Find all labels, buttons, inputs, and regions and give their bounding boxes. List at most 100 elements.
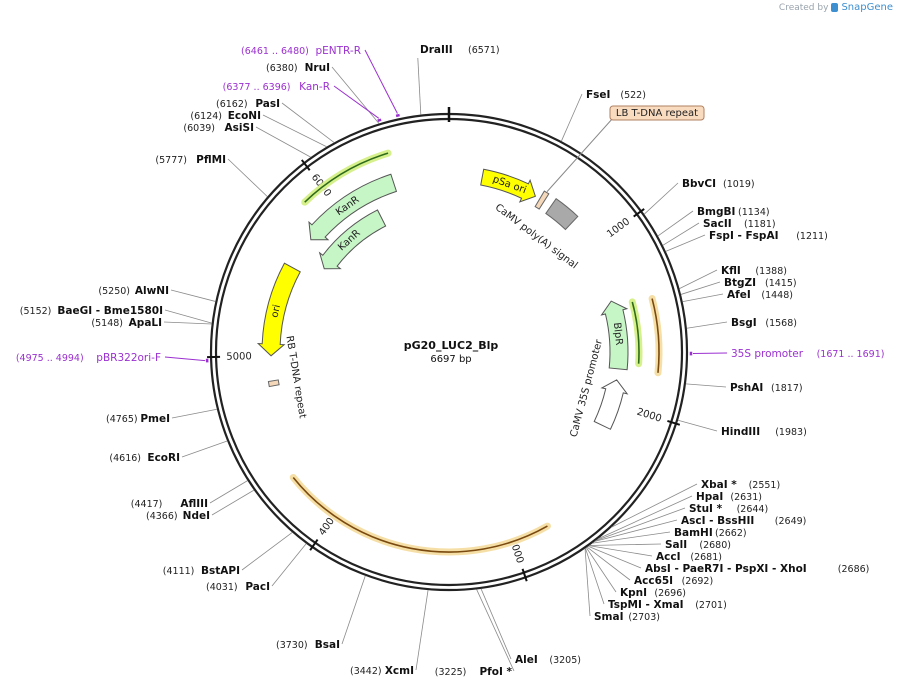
primer-35s-promoter[interactable]: 35S promoter(1671 .. 1691) — [731, 348, 884, 360]
site-xbai[interactable]: XbaI *(2551) — [701, 479, 780, 491]
site-leader — [256, 127, 311, 157]
site-bsgi[interactable]: BsgI(1568) — [731, 317, 797, 329]
site-leader — [210, 481, 248, 503]
site-alei[interactable]: AleI(3205) — [515, 654, 581, 666]
site-tspmi-xmai[interactable]: TspMI - XmaI(2701) — [608, 599, 727, 611]
site-name: SmaI — [594, 611, 624, 623]
site-pflmi[interactable]: PflMI(5777) — [155, 154, 226, 166]
site-fsei[interactable]: FseI(522) — [586, 89, 646, 101]
site-position: (3225) — [435, 667, 467, 678]
site-bstapi[interactable]: BstAPI(4111) — [163, 565, 240, 577]
site-name: PmeI — [140, 413, 170, 425]
site-position: (2649) — [775, 516, 807, 527]
primer-kan-r[interactable]: Kan-R(6377 .. 6396) — [223, 81, 330, 93]
site-afliii[interactable]: AflIII(4417) — [131, 498, 208, 510]
primer-pentr-r[interactable]: pENTR-R(6461 .. 6480) — [241, 45, 361, 57]
site-acci[interactable]: AccI(2681) — [656, 551, 722, 563]
site-ecori[interactable]: EcoRI(4616) — [109, 452, 180, 464]
tick-label-2000: 2000 — [635, 407, 663, 425]
site-leader — [282, 103, 334, 142]
primer-mark-kan-r[interactable] — [378, 120, 381, 121]
site-stui[interactable]: StuI * (2644) — [689, 503, 768, 515]
site-leader — [416, 590, 428, 670]
primer-pbr322ori-f[interactable]: pBR322ori-F(4975 .. 4994) — [16, 352, 161, 364]
primer-name: pENTR-R — [315, 45, 361, 57]
lb-callout-leader — [547, 118, 613, 192]
site-pfoi[interactable]: PfoI * (3225) — [435, 666, 513, 678]
site-name: TspMI - XmaI — [608, 599, 684, 611]
site-position: (6380) — [266, 63, 298, 74]
site-sacii[interactable]: SacII(1181) — [703, 218, 776, 230]
site-bamhi[interactable]: BamHI(2662) — [674, 527, 747, 539]
site-baegi-bme1580i[interactable]: BaeGI - Bme1580I(5152) — [20, 305, 163, 317]
site-kfli[interactable]: KflI(1388) — [721, 265, 787, 277]
site-kpni[interactable]: KpnI(2696) — [620, 587, 686, 599]
site-bsai[interactable]: BsaI(3730) — [276, 639, 340, 651]
site-name: PasI — [255, 98, 280, 110]
site-position: (2644) — [737, 504, 769, 515]
site-position: (5152) — [20, 306, 52, 317]
plasmid-length: 6697 bp — [430, 354, 471, 365]
site-hindiii[interactable]: HindIII(1983) — [721, 426, 807, 438]
site-name: AscI - BssHII — [681, 515, 754, 527]
site-paci[interactable]: PacI(4031) — [206, 581, 270, 593]
site-pmei[interactable]: PmeI(4765) — [106, 413, 170, 425]
site-bmgbi[interactable]: BmgBI(1134) — [697, 206, 770, 218]
site-name: StuI * — [689, 503, 723, 515]
site-sali[interactable]: SalI(2680) — [665, 539, 731, 551]
site-smai[interactable]: SmaI(2703) — [594, 611, 660, 623]
site-xcmi[interactable]: XcmI(3442) — [350, 665, 414, 677]
site-hpai[interactable]: HpaI(2631) — [696, 491, 762, 503]
site-pshai[interactable]: PshAI(1817) — [730, 382, 803, 394]
site-ndei[interactable]: NdeI(4366) — [146, 510, 210, 522]
primer-range: (4975 .. 4994) — [16, 353, 84, 364]
site-name: PacI — [245, 581, 270, 593]
site-name: XbaI * — [701, 479, 737, 491]
site-apali[interactable]: ApaLI(5148) — [91, 317, 162, 329]
site-afei[interactable]: AfeI(1448) — [727, 289, 793, 301]
site-position: (2686) — [838, 564, 870, 575]
site-alwni[interactable]: AlwNI(5250) — [98, 285, 169, 297]
site-leader — [477, 589, 514, 671]
site-name: PfoI * — [479, 666, 512, 678]
snapgene-logo-icon — [831, 3, 838, 12]
site-leader — [228, 159, 267, 197]
site-nrui[interactable]: NruI (6380) — [266, 62, 330, 74]
site-position: (5148) — [91, 318, 123, 329]
site-draiii[interactable]: DraIII(6571) — [420, 44, 500, 56]
site-pasi[interactable]: PasI(6162) — [216, 98, 280, 110]
site-bbvci[interactable]: BbvCI(1019) — [682, 178, 755, 190]
site-asci-bsshii[interactable]: AscI - BssHII (2649) — [681, 515, 806, 527]
site-leader — [172, 409, 217, 418]
primer-mark-pentr-r[interactable] — [396, 115, 400, 116]
site-leader — [687, 322, 727, 328]
site-position: (6124) — [190, 111, 222, 122]
primer-leader — [334, 86, 379, 118]
primer-range: (6377 .. 6396) — [223, 82, 291, 93]
tick-2000 — [667, 421, 679, 425]
site-name: KpnI — [620, 587, 647, 599]
site-leader — [212, 490, 254, 515]
site-name: NruI — [305, 62, 330, 74]
feature-lb-t-dna-repeat-7[interactable] — [535, 191, 549, 209]
site-leader — [182, 441, 227, 457]
site-asisi[interactable]: AsiSI(6039) — [183, 122, 254, 134]
site-fspi-fspai[interactable]: FspI - FspAI(1211) — [709, 230, 828, 242]
site-btgzi[interactable]: BtgZI(1415) — [724, 277, 797, 289]
site-position: (2692) — [682, 576, 714, 587]
site-name: AsiSI — [225, 122, 254, 134]
site-econi[interactable]: EcoNI (6124) — [190, 110, 261, 122]
primer-leader — [365, 50, 397, 114]
feature-camv-35s-promoter-5[interactable] — [594, 380, 627, 429]
site-leader — [587, 547, 630, 580]
feature-rb-t-dna-repeat-8[interactable] — [268, 380, 279, 387]
site-name: EcoRI — [147, 452, 180, 464]
site-name: EcoNI — [228, 110, 261, 122]
site-leader — [263, 115, 327, 147]
site-acc65i[interactable]: Acc65I(2692) — [634, 575, 713, 587]
feature-camv-poly-a-signal-6[interactable] — [546, 199, 578, 230]
site-position: (1568) — [765, 318, 797, 329]
site-position: (2631) — [730, 492, 762, 503]
site-absi-paer7i-pspxi-xhoi[interactable]: AbsI - PaeR7I - PspXI - XhoI(2686) — [645, 563, 869, 575]
